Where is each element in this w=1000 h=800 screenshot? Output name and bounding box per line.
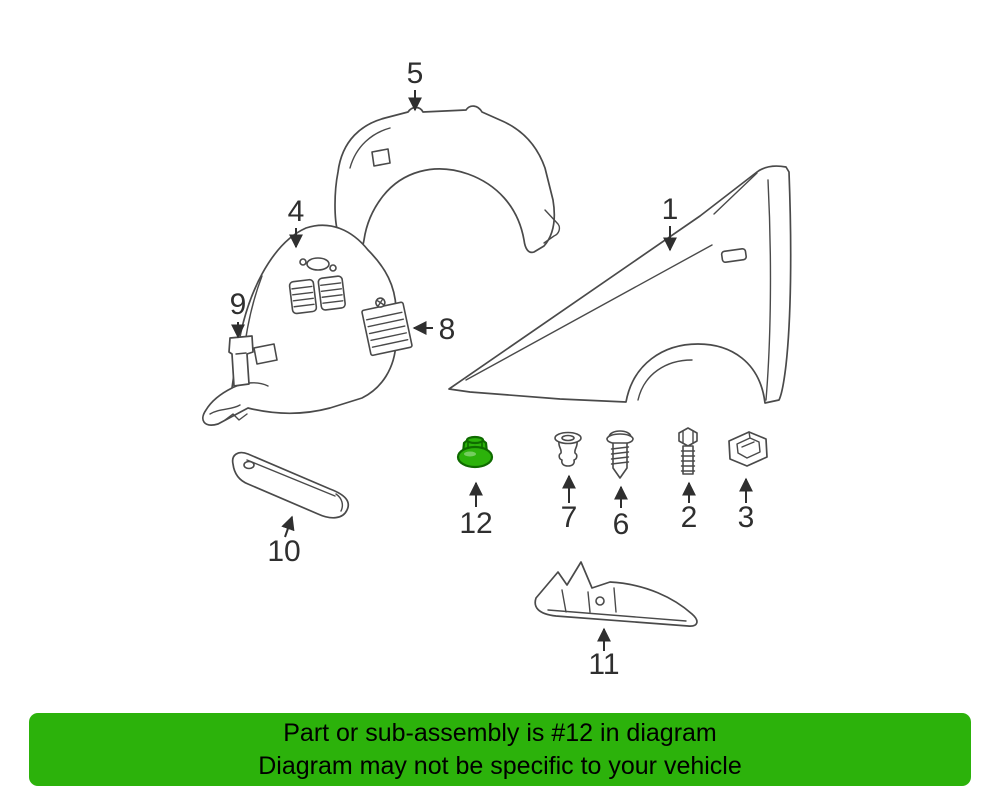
callout-label-8: 8 [439,313,456,346]
callout-label-1: 1 [662,193,679,226]
callout-label-11: 11 [588,648,619,681]
highlight-banner: Part or sub-assembly is #12 in diagram D… [29,713,971,786]
callout-arrow-10 [281,515,295,538]
part-5-liner-rear-section [334,105,561,254]
part-9-bracket [228,335,254,387]
callout-arrows [231,90,753,651]
callout-label-4: 4 [288,195,305,228]
callout-label-6: 6 [613,508,630,541]
callout-label-2: 2 [681,501,698,534]
callout-label-5: 5 [407,57,424,90]
callout-label-10: 10 [267,535,300,568]
part-1-fender [448,165,792,404]
part-7-rivet [554,431,582,467]
part-3-clip [728,431,768,467]
banner-line-2: Diagram may not be specific to your vehi… [258,751,742,780]
part-12-nut-highlighted [456,435,494,469]
liner-vents [288,275,346,315]
callout-label-3: 3 [738,501,755,534]
part-6-screw [606,430,634,479]
callout-label-7: 7 [561,501,578,534]
callout-labels: 5 4 9 8 1 12 7 6 2 3 10 11 [230,57,755,681]
part-4-liner-front-section [202,224,397,426]
fender-side-marker [720,247,747,264]
part-8-vent-panel [361,297,413,357]
part-2-bolt [678,427,698,475]
banner-line-1: Part or sub-assembly is #12 in diagram [283,718,717,747]
callout-label-9: 9 [230,288,247,321]
part-11-support-bracket [534,561,698,627]
callout-label-12: 12 [459,507,492,540]
part-10-strip [231,451,350,519]
